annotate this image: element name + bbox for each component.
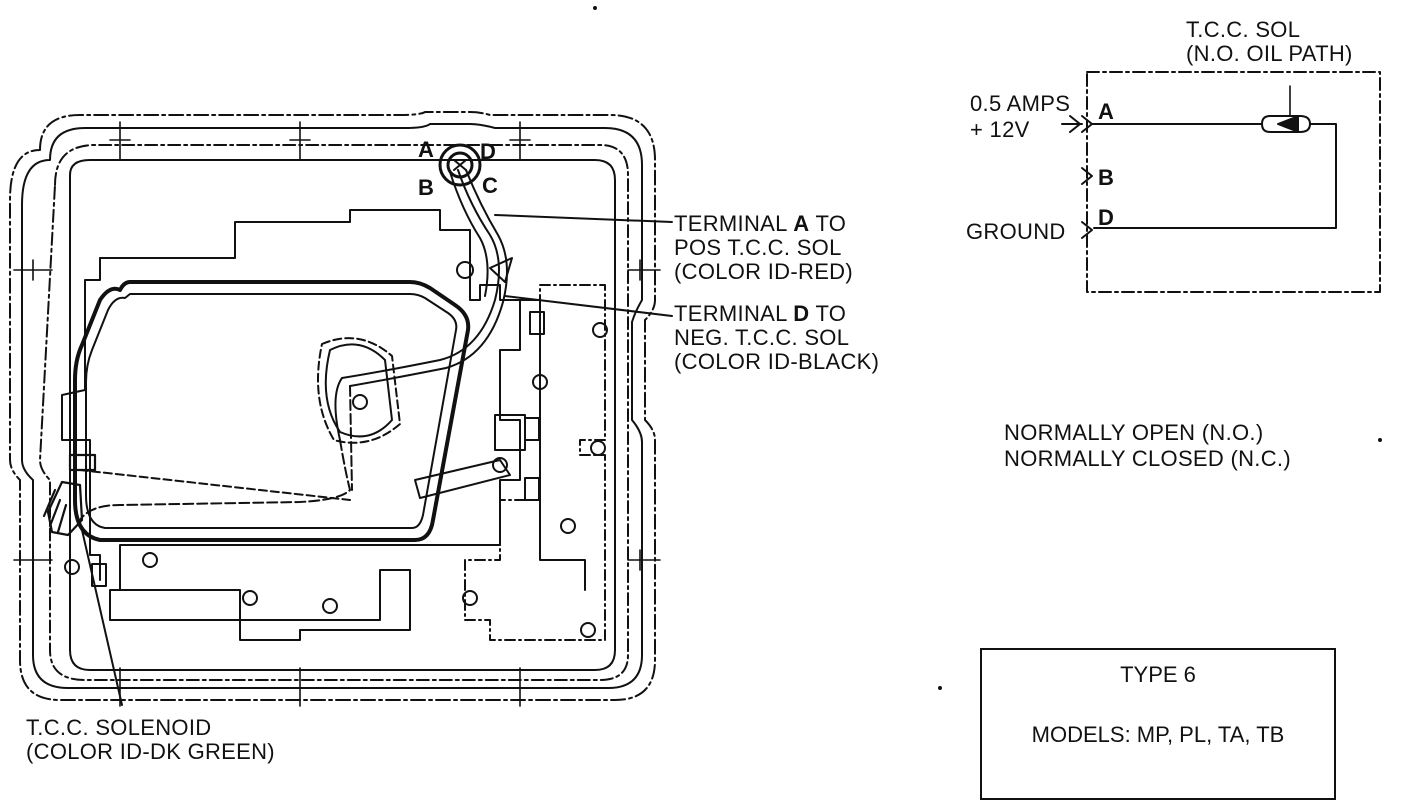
valve-body-bolts — [64, 261, 608, 638]
pan-outer-edge — [21, 123, 643, 689]
connector-pin-a: A — [418, 137, 435, 162]
schematic-pin-b: B — [1098, 165, 1115, 190]
schematic-sol-title-1: T.C.C. SOL — [1186, 17, 1301, 42]
type-title: TYPE 6 — [1120, 662, 1196, 687]
pin-b-mark — [1081, 167, 1093, 185]
filter-screen — [73, 280, 471, 542]
pin-d-mark — [1081, 221, 1093, 239]
center-boss — [324, 343, 393, 438]
schematic-sol-title-2: (N.O. OIL PATH) — [1186, 41, 1353, 66]
valve-body — [99, 209, 521, 641]
type-models: MODELS: MP, PL, TA, TB — [1031, 722, 1285, 747]
flange-bolt-marks — [13, 121, 661, 707]
legend-normally-open: NORMALLY OPEN (N.O.) — [1004, 420, 1264, 445]
terminal-a-line-1: TERMINAL A TO — [674, 211, 847, 236]
tcc-solenoid — [42, 453, 97, 537]
schematic-supply-2: + 12V — [970, 117, 1030, 142]
connector-pin-c: C — [482, 173, 499, 198]
pan-outer-flange — [9, 111, 656, 701]
leader-terminal-a — [494, 214, 673, 223]
terminal-a-line-3: (COLOR ID-RED) — [674, 259, 853, 284]
connector-pin-d: D — [480, 139, 497, 164]
schematic-pin-a: A — [1098, 99, 1115, 124]
schematic-box — [1086, 71, 1381, 293]
valve-body-right — [464, 284, 606, 641]
legend-normally-closed: NORMALLY CLOSED (N.C.) — [1004, 446, 1291, 471]
terminal-d-line-2: NEG. T.C.C. SOL — [674, 325, 850, 350]
schematic-pin-d: D — [1098, 205, 1115, 230]
solenoid-block — [494, 414, 526, 451]
schematic-ground: GROUND — [966, 219, 1066, 244]
pan-gasket — [69, 159, 616, 671]
pan-inner-dash — [39, 144, 629, 681]
wiring-harness — [79, 169, 508, 521]
case-connector — [438, 143, 482, 187]
solenoid-label-line-2: (COLOR ID-DK GREEN) — [26, 739, 275, 764]
valve-body-left — [61, 257, 101, 581]
solenoid-label-line-1: T.C.C. SOLENOID — [26, 715, 212, 740]
type-box: TYPE 6 MODELS: MP, PL, TA, TB — [980, 648, 1336, 800]
wire-sol-return — [1093, 123, 1337, 229]
terminal-d-line-1: TERMINAL D TO — [674, 301, 847, 326]
terminal-a-line-2: POS T.C.C. SOL — [674, 235, 842, 260]
leader-solenoid — [81, 529, 123, 706]
schematic-supply-1: 0.5 AMPS — [970, 91, 1071, 116]
terminal-d-line-3: (COLOR ID-BLACK) — [674, 349, 880, 374]
leader-terminal-d — [504, 295, 673, 317]
harness-clip — [489, 257, 513, 283]
connector-pin-b: B — [418, 175, 435, 200]
